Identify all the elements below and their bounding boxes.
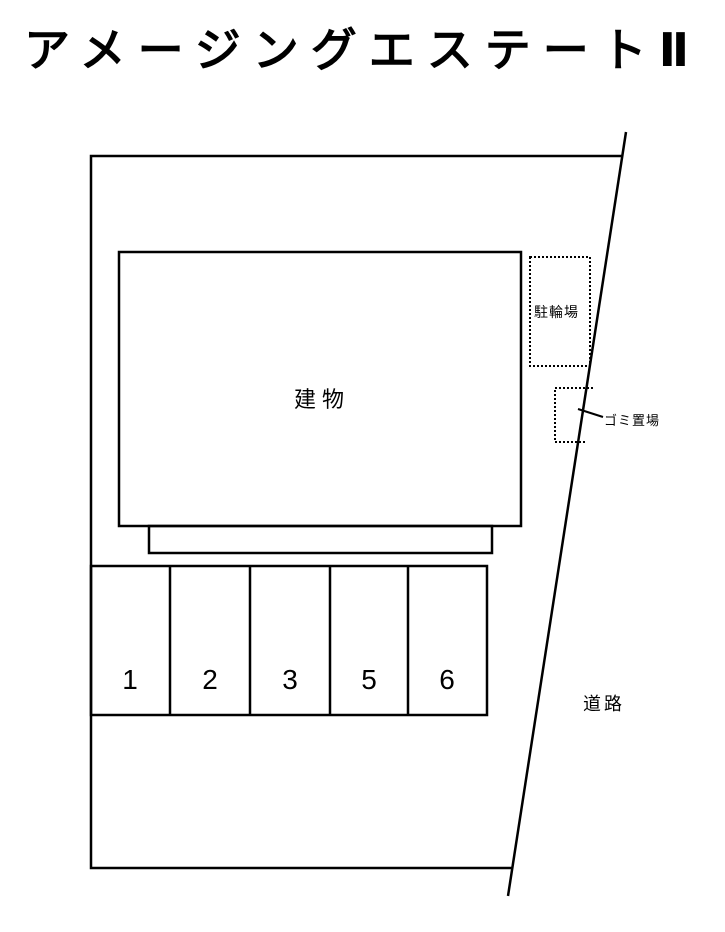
- property-title: アメージングエステートⅡ: [23, 23, 702, 77]
- garbage-area-label: ゴミ置場: [604, 414, 661, 429]
- parking-slot-number: 5: [361, 664, 377, 695]
- parking-slot-number: 2: [202, 664, 218, 695]
- road-label: 道路: [583, 694, 625, 715]
- building-corridor: [147, 524, 494, 555]
- garbage-leader-line: [577, 408, 604, 418]
- parking-block: [89, 564, 489, 717]
- property-boundary: [89, 154, 623, 870]
- building-label: 建物: [294, 388, 351, 413]
- bicycle-parking-area: [529, 256, 591, 367]
- parking-slot-number: 6: [439, 664, 455, 695]
- bicycle-parking-label: 駐輪場: [534, 305, 579, 321]
- parking-slot-number: 3: [282, 664, 298, 695]
- parking-slot-number: 1: [122, 664, 138, 695]
- road-edge-line: [506, 131, 628, 897]
- garbage-area-outline: [554, 387, 593, 443]
